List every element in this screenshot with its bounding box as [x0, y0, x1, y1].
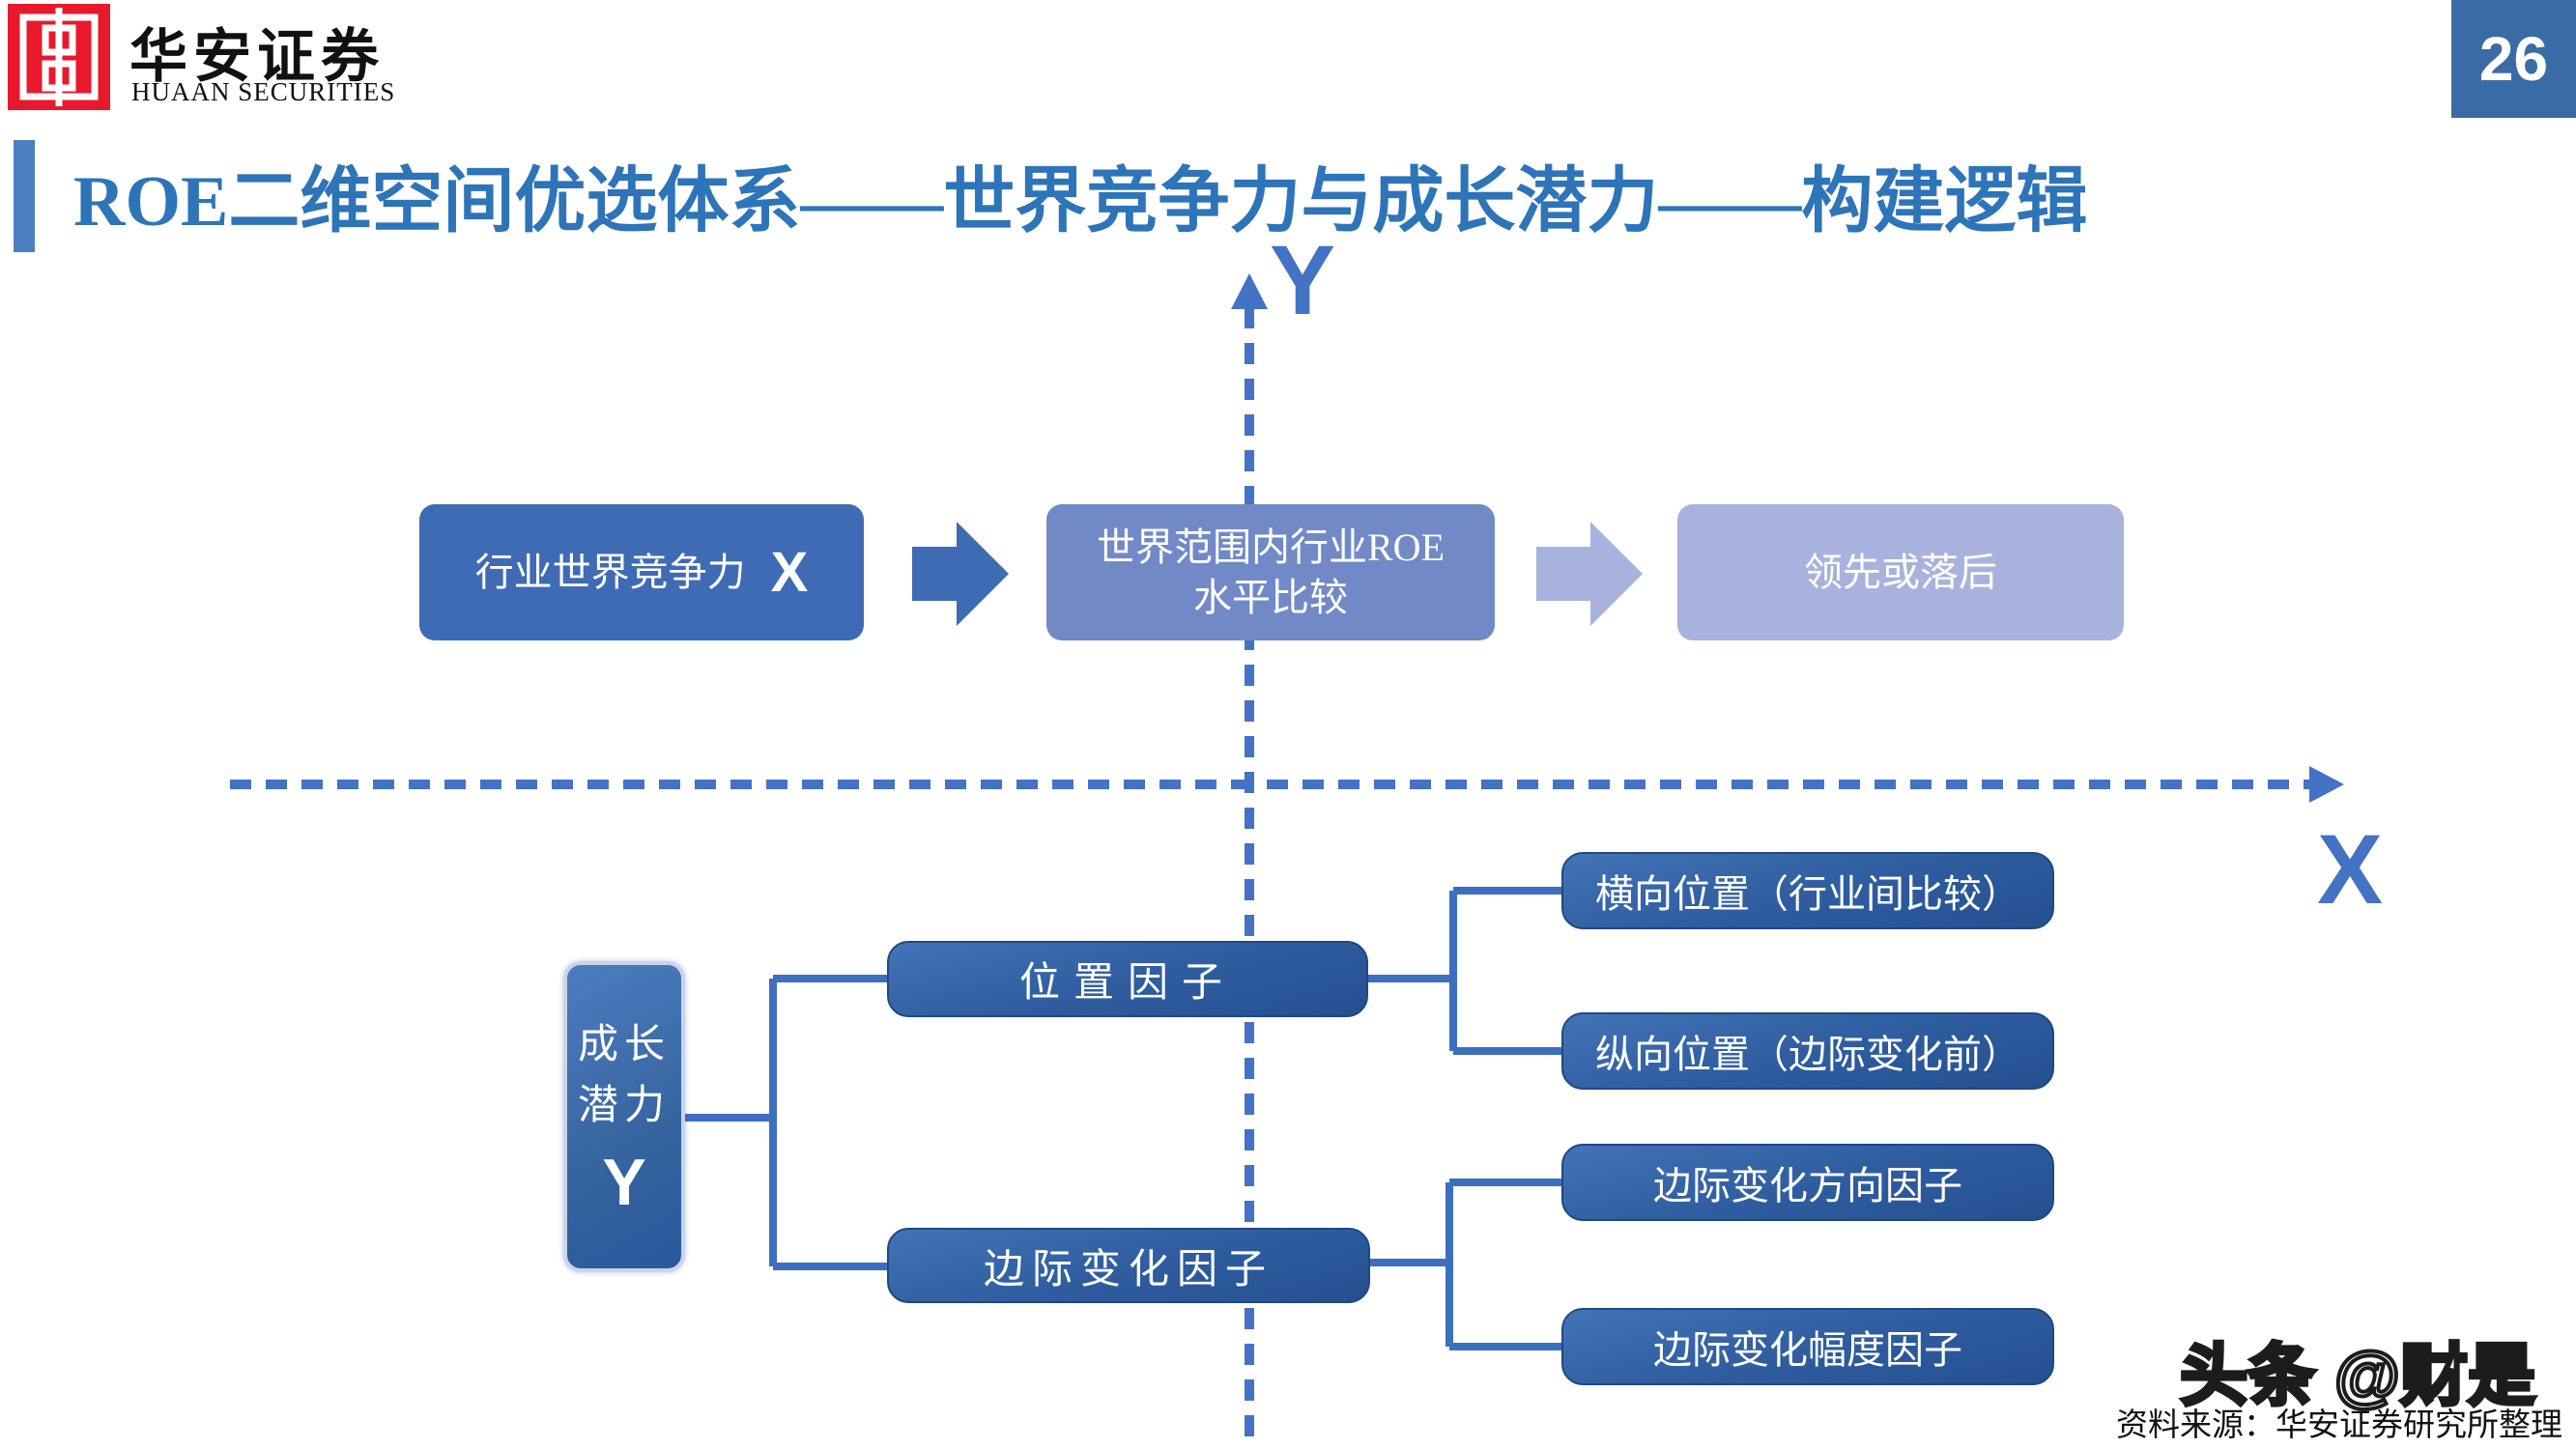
- watermark-text: 头条 @财是: [2178, 1336, 2537, 1415]
- position-factor-box: 位置因子: [887, 941, 1368, 1017]
- growth-potential-root-box: 成长 潜力 Y: [563, 961, 685, 1272]
- flow-box-3-label: 领先或落后: [1804, 550, 1997, 594]
- growth-variable: Y: [602, 1145, 646, 1219]
- vertical-position-label: 纵向位置（边际变化前）: [1595, 1033, 2020, 1076]
- y-axis: [1231, 273, 1268, 1449]
- flow-box-roe-comparison: 世界范围内行业ROE 水平比较: [1046, 504, 1495, 640]
- marginal-change-factor-label: 边际变化因子: [983, 1247, 1274, 1293]
- marginal-magnitude-box: 边际变化幅度因子: [1561, 1308, 2054, 1385]
- horizontal-position-label: 横向位置（行业间比较）: [1595, 872, 2020, 916]
- flow-box-lead-or-lag: 领先或落后: [1677, 504, 2124, 640]
- position-factor-label: 位置因子: [1018, 961, 1236, 1006]
- page-title: ROE二维空间优选体系——世界竞争力与成长潜力——构建逻辑: [73, 162, 2088, 242]
- marginal-magnitude-label: 边际变化幅度因子: [1653, 1328, 1962, 1372]
- marginal-direction-box: 边际变化方向因子: [1561, 1144, 2054, 1221]
- flow-arrow-1-icon: [912, 522, 1009, 626]
- vertical-position-box: 纵向位置（边际变化前）: [1561, 1012, 2054, 1090]
- brand-name-cn: 华安证券: [129, 25, 385, 89]
- flow-box-1-variable: X: [770, 540, 809, 604]
- flow-box-2-line2: 水平比较: [1193, 575, 1348, 619]
- x-axis-label: X: [2317, 814, 2384, 924]
- marginal-change-factor-box: 边际变化因子: [887, 1228, 1370, 1303]
- flow-arrow-2-icon: [1536, 522, 1643, 626]
- title-accent-bar: [14, 140, 35, 252]
- page-number-badge: 26: [2451, 0, 2576, 118]
- marginal-direction-label: 边际变化方向因子: [1653, 1164, 1962, 1208]
- x-axis: [230, 766, 2344, 803]
- huaan-logo-icon: [8, 4, 110, 110]
- horizontal-position-box: 横向位置（行业间比较）: [1561, 852, 2054, 929]
- growth-line1: 成长: [577, 1022, 671, 1067]
- tree-connectors: [684, 887, 1561, 1350]
- flow-box-1-label: 行业世界竞争力: [474, 550, 746, 594]
- flow-box-2-line1: 世界范围内行业ROE: [1097, 525, 1445, 569]
- y-axis-label: Y: [1270, 225, 1336, 335]
- growth-line2: 潜力: [577, 1083, 671, 1128]
- brand-name-en: HUAAN SECURITIES: [131, 77, 396, 106]
- flow-box-industry-competitiveness: 行业世界竞争力 X: [419, 504, 864, 640]
- source-note: 资料来源：华安证券研究所整理: [2116, 1408, 2562, 1443]
